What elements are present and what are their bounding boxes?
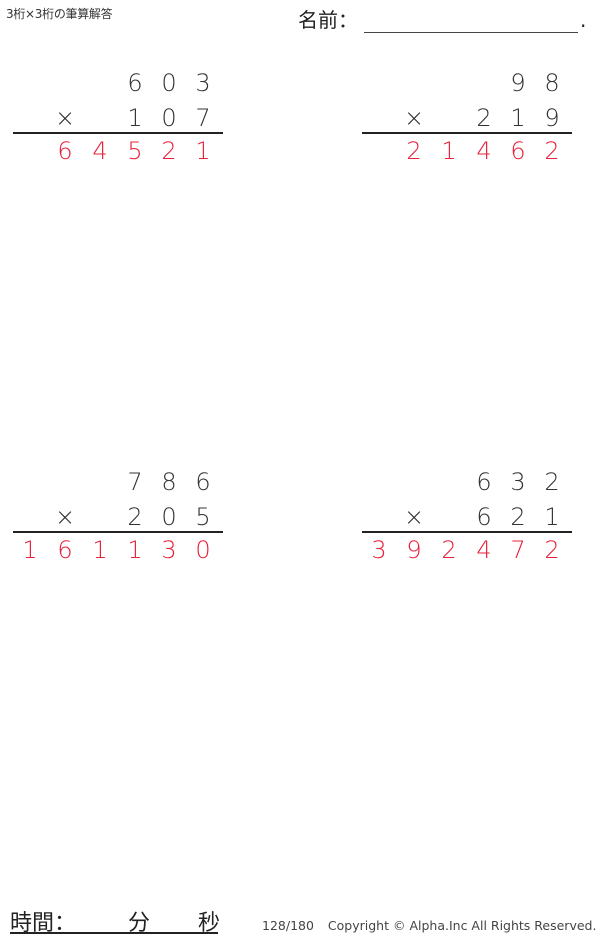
digit: 2	[441, 536, 457, 564]
digit: 6	[476, 503, 492, 531]
digit: 1	[441, 137, 457, 165]
digit: 8	[544, 69, 560, 97]
minutes-label: 分	[128, 911, 151, 936]
digit: 3	[510, 468, 526, 496]
digit: 0	[161, 503, 177, 531]
digit: 0	[161, 104, 177, 132]
digit: 6	[57, 536, 73, 564]
digit: 7	[127, 468, 143, 496]
digit: 6	[127, 69, 143, 97]
digit: 2	[544, 536, 560, 564]
digit: 9	[406, 536, 422, 564]
digit: 5	[195, 503, 211, 531]
time-label: 時間：	[10, 911, 77, 936]
digit: 7	[195, 104, 211, 132]
answer-rule	[362, 132, 572, 134]
multiply-sign-icon: ×	[403, 503, 425, 531]
copyright-text: Copyright © Alpha.Inc All Rights Reserve…	[327, 918, 597, 933]
time-record-field: 時間： 分 秒	[10, 905, 221, 936]
digit: 3	[195, 69, 211, 97]
digit: 2	[544, 468, 560, 496]
digit: 2	[127, 503, 143, 531]
name-terminator: .	[580, 8, 587, 32]
multiply-sign-icon: ×	[54, 104, 76, 132]
digit: 4	[92, 137, 108, 165]
digit: 4	[476, 137, 492, 165]
digit: 2	[544, 137, 560, 165]
multiply-sign-icon: ×	[54, 503, 76, 531]
digit: 7	[510, 536, 526, 564]
name-field-block: 名前：.	[298, 4, 586, 33]
digit: 9	[510, 69, 526, 97]
digit: 5	[127, 137, 143, 165]
name-label: 名前：	[298, 8, 358, 32]
digit: 1	[544, 503, 560, 531]
digit: 8	[161, 468, 177, 496]
digit: 6	[195, 468, 211, 496]
digit: 1	[195, 137, 211, 165]
digit: 4	[476, 536, 492, 564]
digit: 3	[161, 536, 177, 564]
digit: 6	[476, 468, 492, 496]
digit: 3	[371, 536, 387, 564]
answer-rule	[362, 531, 572, 533]
digit: 6	[57, 137, 73, 165]
digit: 9	[544, 104, 560, 132]
digit: 1	[510, 104, 526, 132]
digit: 1	[92, 536, 108, 564]
digit: 0	[195, 536, 211, 564]
page-number: 128/180	[262, 918, 314, 933]
name-input-line[interactable]	[364, 12, 578, 33]
footer-info: 128/180 Copyright © Alpha.Inc All Rights…	[262, 918, 596, 933]
seconds-label: 秒	[198, 911, 221, 936]
answer-rule	[13, 132, 223, 134]
worksheet-title: 3桁×3桁の筆算解答	[6, 7, 113, 21]
digit: 2	[510, 503, 526, 531]
multiply-sign-icon: ×	[403, 104, 425, 132]
answer-rule	[13, 531, 223, 533]
digit: 1	[127, 104, 143, 132]
digit: 6	[510, 137, 526, 165]
digit: 1	[22, 536, 38, 564]
digit: 2	[476, 104, 492, 132]
digit: 1	[127, 536, 143, 564]
digit: 2	[161, 137, 177, 165]
digit: 0	[161, 69, 177, 97]
digit: 2	[406, 137, 422, 165]
